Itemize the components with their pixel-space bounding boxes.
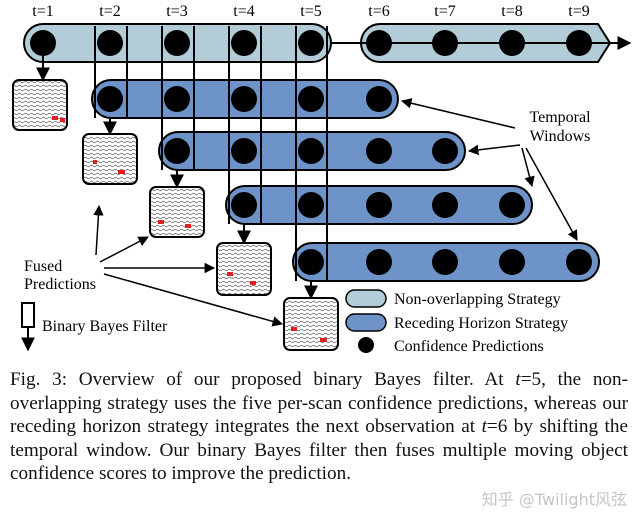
- confidence-dots: [30, 30, 592, 275]
- temporal-windows-label: Windows: [530, 128, 591, 145]
- fused-predictions-label: Fused: [24, 258, 62, 275]
- fused-prediction-image: [12, 79, 68, 131]
- caption-italic: t: [481, 416, 487, 438]
- fused-prediction-image: [149, 186, 205, 238]
- legend-receding-horizon: Receding Horizon Strategy: [394, 315, 568, 332]
- watermark: 知乎 @Twilight风弦: [481, 490, 627, 509]
- fused-predictions-arrows: [93, 204, 284, 327]
- fused-prediction-image: [216, 242, 272, 296]
- temporal-windows-arrows: [400, 98, 578, 241]
- time-label: t=6: [368, 3, 389, 20]
- fused-prediction-image: [283, 297, 339, 351]
- caption-italic: t: [515, 369, 521, 390]
- time-label: t=9: [568, 3, 589, 20]
- filter-frames: [94, 26, 328, 281]
- time-label: t=8: [501, 3, 522, 20]
- time-label: t=5: [300, 3, 321, 20]
- time-label: t=7: [434, 3, 455, 20]
- figure-caption: Fig. 3: Overview of our proposed binary …: [10, 368, 628, 486]
- fused-prediction-thumbnails: [12, 79, 339, 351]
- legend-confidence: Confidence Predictions: [394, 338, 544, 355]
- bayes-filter-legend: Binary Bayes Filter: [21, 302, 168, 352]
- time-label: t=3: [166, 3, 187, 20]
- temporal-windows-label: Temporal: [529, 109, 591, 126]
- time-label: t=4: [233, 3, 254, 20]
- binary-bayes-filter-label: Binary Bayes Filter: [42, 318, 168, 335]
- caption-text: Fig. 3: Overview of our proposed binary …: [10, 369, 516, 390]
- legend-non-overlapping: Non-overlapping Strategy: [394, 291, 561, 308]
- time-label: t=2: [99, 3, 120, 20]
- fused-prediction-image: [82, 133, 138, 185]
- strategy-legend: Non-overlapping Strategy Receding Horizo…: [345, 289, 568, 355]
- time-labels: t=1 t=2 t=3 t=4 t=5 t=6 t=7 t=8 t=9: [32, 3, 589, 20]
- filter-arrows: [36, 56, 328, 300]
- time-label: t=1: [32, 3, 53, 20]
- caption-text: =6 by shifting the temporal window. Our …: [10, 416, 628, 485]
- caption-text: =5, the non-overlapping strategy uses th…: [10, 369, 629, 438]
- figure-diagram: t=1 t=2 t=3 t=4 t=5 t=6 t=7 t=8 t=9: [12, 3, 632, 355]
- fused-predictions-label: Predictions: [24, 276, 96, 293]
